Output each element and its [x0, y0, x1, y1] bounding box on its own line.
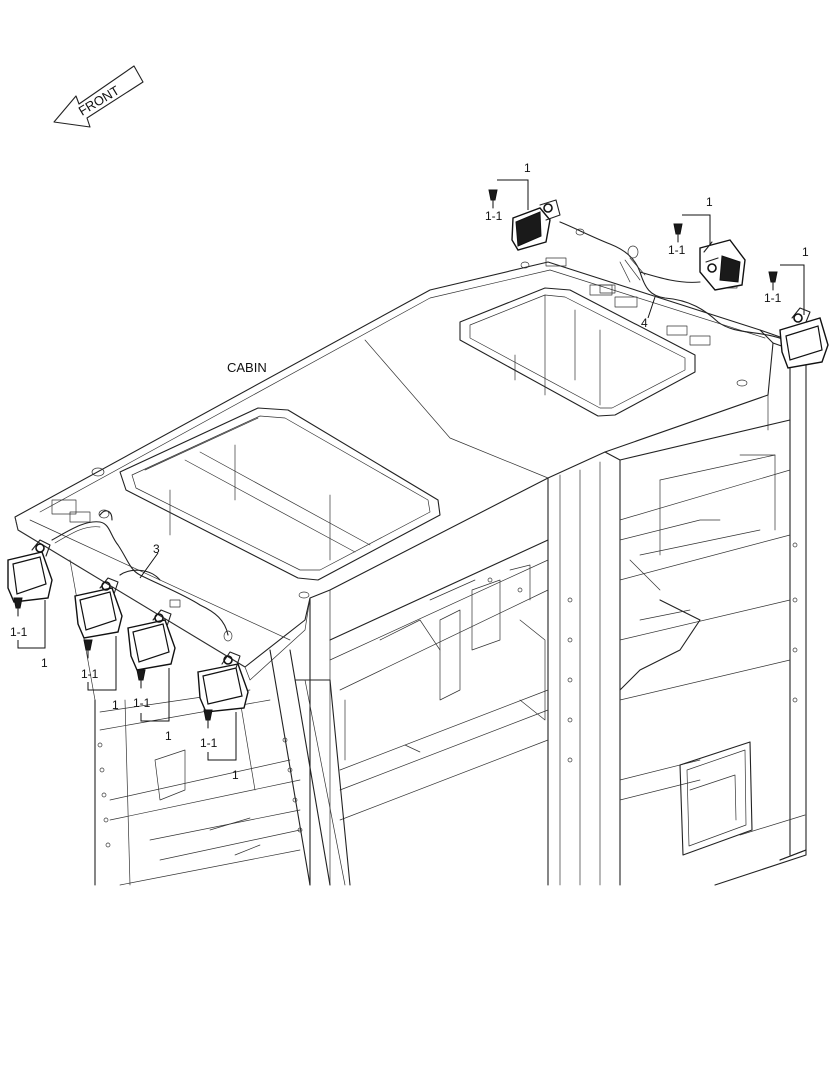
bulb-icon	[13, 597, 23, 617]
callout-bulb: 1-1	[668, 243, 686, 257]
callout-harness-rear: 4	[641, 316, 648, 330]
callout-lamp: 1	[706, 195, 713, 209]
work-lamp-rear-right	[779, 307, 829, 369]
work-lamp-front-3	[127, 609, 176, 671]
front-arrow-icon: FRONT	[53, 65, 144, 128]
callout-lamp: 1	[41, 656, 48, 670]
work-lamp-front-1	[7, 539, 53, 603]
work-lamp-rear-left	[511, 199, 561, 251]
callout-bulb: 1-1	[81, 667, 99, 681]
callout-lamp: 1	[802, 245, 809, 259]
callout-bulb: 1-1	[10, 625, 28, 639]
cabin-label: CABIN	[227, 360, 267, 375]
work-lamp-front-4	[197, 651, 249, 713]
bulb-icon	[203, 709, 213, 729]
callout-lamp: 1	[232, 768, 239, 782]
callout-bulb: 1-1	[200, 736, 218, 750]
callout-bulb: 1-1	[764, 291, 782, 305]
callout-harness-front: 3	[153, 542, 160, 556]
callout-bulb: 1-1	[133, 696, 151, 710]
callout-bulb: 1-1	[485, 209, 503, 223]
bulb-icon	[768, 271, 778, 291]
work-lamp-rear-mid	[699, 239, 746, 291]
callout-lamp: 1	[524, 161, 531, 175]
work-lamp-front-2	[74, 577, 123, 639]
callout-lamp: 1	[165, 729, 172, 743]
wire-harness-rear: 4	[559, 221, 786, 341]
bulb-icon	[83, 639, 93, 659]
bulb-icon	[673, 223, 683, 243]
bulb-icon	[136, 669, 146, 689]
callout-lamp: 1	[112, 698, 119, 712]
bulb-icon	[488, 189, 498, 209]
wire-harness-front: 3	[51, 509, 233, 642]
cabin-structure	[14, 257, 807, 886]
